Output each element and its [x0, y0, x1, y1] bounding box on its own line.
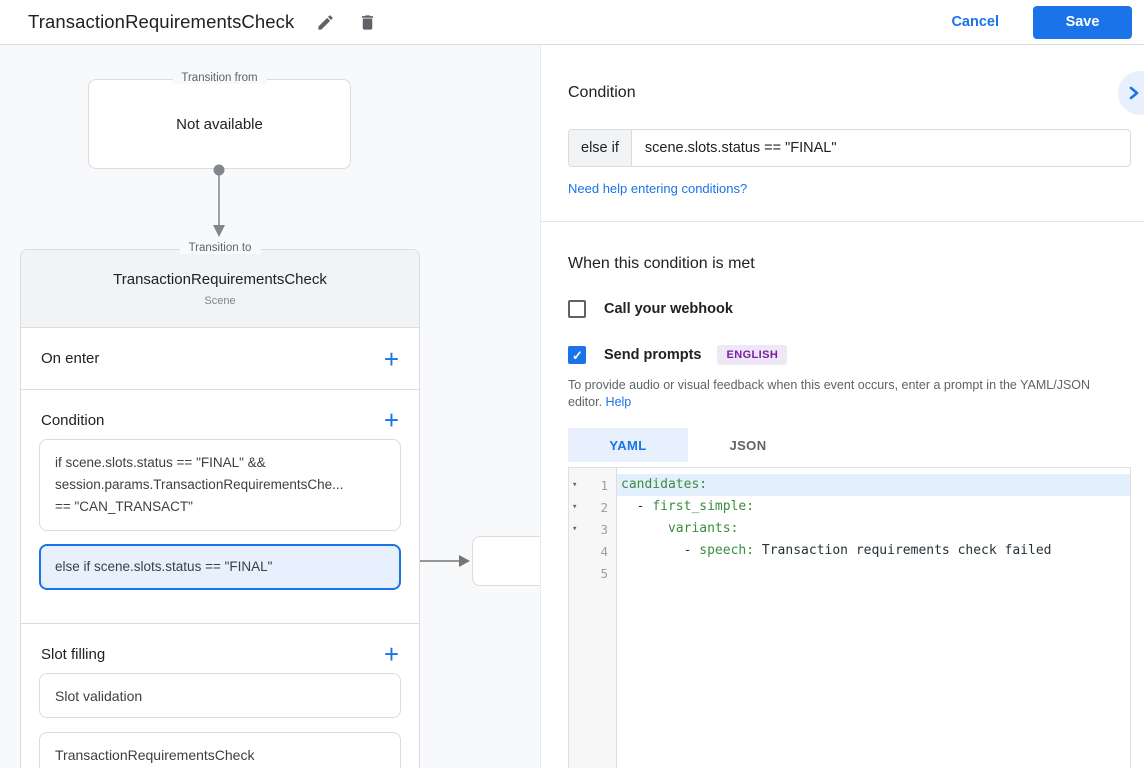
slot-item[interactable]: Slot validation: [39, 673, 401, 718]
gutter-line: ▾2: [569, 496, 616, 518]
code-line[interactable]: variants:: [667, 521, 739, 536]
send-prompts-row: Send prompts ENGLISH: [568, 345, 1130, 365]
transition-target-box[interactable]: [472, 536, 540, 586]
fold-arrow-icon[interactable]: ▾: [572, 480, 578, 490]
condition-help-link[interactable]: Need help entering conditions?: [568, 181, 748, 196]
line-number: 1: [600, 477, 608, 493]
gutter-line: ▾1: [569, 474, 616, 496]
code-line[interactable]: [617, 562, 1130, 584]
scene-card-header[interactable]: TransactionRequirementsCheck Scene: [21, 250, 419, 328]
topbar: TransactionRequirementsCheck Cancel Save: [0, 0, 1144, 45]
line-number: 3: [600, 521, 608, 537]
transition-from-value: Not available: [176, 115, 263, 133]
gutter-line: 5: [569, 562, 616, 584]
when-met-heading: When this condition is met: [568, 255, 755, 272]
webhook-label: Call your webhook: [604, 301, 733, 317]
line-number: 5: [600, 565, 608, 581]
scene-card: Transition to TransactionRequirementsChe…: [20, 242, 420, 768]
page-title: TransactionRequirementsCheck: [28, 11, 295, 32]
condition-input[interactable]: [631, 129, 1131, 167]
on-enter-row[interactable]: On enter +: [21, 328, 419, 390]
code-line[interactable]: - speech: Transaction requirements check…: [621, 543, 1052, 558]
add-on-enter-icon[interactable]: +: [383, 343, 399, 374]
slot-item[interactable]: TransactionRequirementsCheck: [39, 732, 401, 768]
scene-flow-canvas: Transition from Not available Transition…: [0, 45, 540, 768]
transition-to-legend: Transition to: [179, 242, 261, 254]
condition-section-label: Condition: [41, 411, 105, 429]
condition-input-row: else if: [568, 129, 1131, 167]
cancel-button[interactable]: Cancel: [951, 14, 999, 30]
send-prompts-label: Send prompts: [604, 347, 702, 363]
tab-yaml[interactable]: YAML: [568, 428, 688, 462]
send-prompts-checkbox[interactable]: [568, 346, 586, 364]
condition-prefix-label: else if: [568, 129, 632, 167]
transition-from-legend: Transition from: [172, 72, 267, 84]
code-line[interactable]: - first_simple:: [621, 499, 755, 514]
add-slot-icon[interactable]: +: [383, 639, 399, 669]
gutter-line: 4: [569, 540, 616, 562]
scene-name: TransactionRequirementsCheck: [113, 270, 327, 288]
condition-item[interactable]: if scene.slots.status == "FINAL" &&sessi…: [39, 439, 401, 531]
save-button[interactable]: Save: [1033, 5, 1132, 39]
code-line[interactable]: candidates:: [617, 474, 1130, 496]
condition-section: Condition + if scene.slots.status == "FI…: [21, 390, 419, 624]
chevron-right-icon: [1129, 86, 1139, 100]
on-enter-label: On enter: [41, 350, 100, 367]
add-condition-icon[interactable]: +: [383, 405, 399, 435]
prompts-description: To provide audio or visual feedback when…: [568, 378, 1091, 409]
edit-icon[interactable]: [314, 11, 336, 33]
line-number: 2: [600, 499, 608, 515]
line-number: 4: [600, 543, 608, 559]
editor-tabs: YAML JSON: [568, 428, 1130, 462]
delete-icon[interactable]: [356, 11, 378, 33]
editor-code[interactable]: candidates: - first_simple: variants: - …: [617, 468, 1130, 768]
tab-json[interactable]: JSON: [729, 437, 767, 453]
condition-editor-panel: Condition else if Need help entering con…: [540, 45, 1144, 768]
fold-arrow-icon[interactable]: ▾: [572, 502, 578, 512]
slot-filling-section-label: Slot filling: [41, 645, 106, 663]
panel-divider: [541, 221, 1144, 222]
condition-item-selected[interactable]: else if scene.slots.status == "FINAL": [39, 544, 401, 590]
gutter-line: ▾3: [569, 518, 616, 540]
fold-arrow-icon[interactable]: ▾: [572, 524, 578, 534]
scene-type-label: Scene: [204, 294, 236, 307]
condition-items: if scene.slots.status == "FINAL" &&sessi…: [39, 439, 401, 590]
webhook-row: Call your webhook: [568, 300, 1130, 318]
language-badge: ENGLISH: [717, 345, 788, 365]
collapse-panel-button[interactable]: [1118, 71, 1144, 115]
help-link[interactable]: Help: [605, 395, 632, 409]
panel-title: Condition: [568, 84, 636, 101]
transition-from-box: Transition from Not available: [88, 72, 351, 169]
webhook-checkbox[interactable]: [568, 300, 586, 318]
